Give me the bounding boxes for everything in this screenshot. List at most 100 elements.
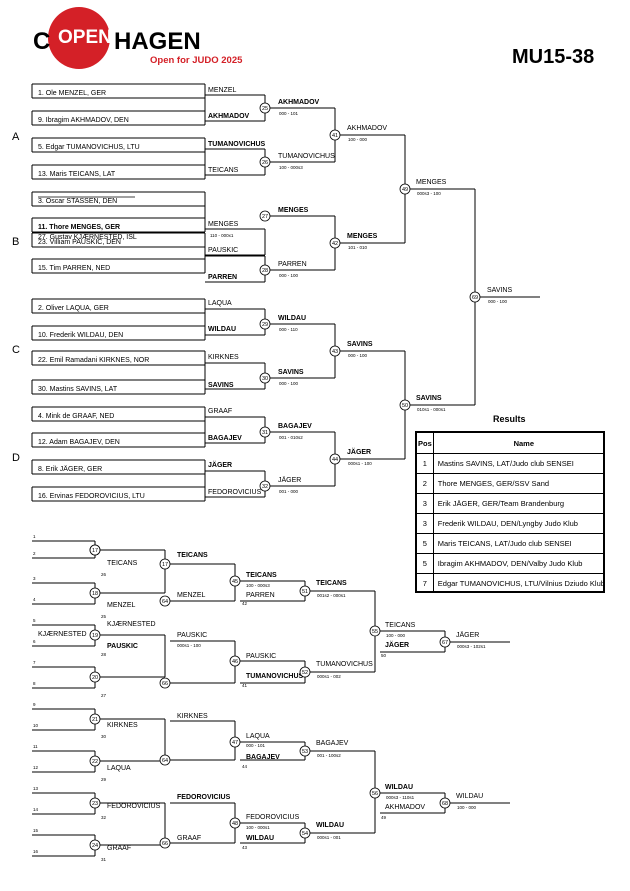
match-badge-no: 52 <box>302 670 308 676</box>
results-pos: 2 <box>417 473 434 494</box>
r1-name: LAQUA <box>208 300 232 307</box>
rep-no: 28 <box>101 652 107 657</box>
category-title: MU15-38 <box>512 46 595 68</box>
r1-name: PAUSKIC <box>208 247 238 254</box>
rep-no: 32 <box>101 815 107 820</box>
rep-seed: 4 <box>33 597 36 602</box>
rep-name: PARREN <box>246 592 275 599</box>
rep-score: 001 - 100s2 <box>317 753 341 758</box>
entry-name: 4. Mink de GRAAF, NED <box>38 413 114 420</box>
results-pos: 1 <box>417 453 434 474</box>
match-badge-no: 47 <box>232 740 238 746</box>
semi-name: SAVINS <box>416 395 442 402</box>
match-badge-no: 48 <box>232 821 238 827</box>
rep-score: 000s1 - 001 <box>317 835 341 840</box>
r2-name: BAGAJEV <box>278 423 312 430</box>
rep-score: 001s2 - 000s1 <box>317 593 346 598</box>
results-name: Edgar TUMANOVICHUS, LTU/Vilnius Dziudo K… <box>433 573 603 591</box>
rep-no: 25 <box>101 614 107 619</box>
match-badge-no: 53 <box>302 749 308 755</box>
rep-name: TEICANS <box>246 572 277 579</box>
entry-name: 9. Ibragim AKHMADOV, DEN <box>38 117 129 124</box>
r1-name: BAGAJEV <box>208 435 242 442</box>
entry-name: 10. Frederik WILDAU, DEN <box>38 332 123 339</box>
r1-name: SAVINS <box>208 382 234 389</box>
bronze-name: JÄGER <box>456 631 479 639</box>
entry-name: 22. Emil Ramadani KIRKNES, NOR <box>38 357 149 364</box>
match-badge-no: 17 <box>162 562 168 568</box>
results-pos: 5 <box>417 553 434 574</box>
logo-letter-c: C <box>33 28 51 55</box>
r1-name: KIRKNES <box>208 354 239 361</box>
rep-name: TUMANOVICHUS <box>316 661 373 668</box>
match-badge-no: 18 <box>92 591 98 597</box>
match-badge-no: 66 <box>162 841 168 847</box>
match-badge-no: 64 <box>162 599 168 605</box>
match-badge-no: 27 <box>262 214 268 220</box>
rep-seed: 5 <box>33 618 36 623</box>
logo-circle <box>48 7 110 69</box>
r2-score: 100 - 000s3 <box>279 165 303 170</box>
rep-name: BAGAJEV <box>246 754 280 761</box>
r1-name: WILDAU <box>208 326 236 333</box>
match-badge-no: 49 <box>402 187 408 193</box>
match-badge-no: 32 <box>262 484 268 490</box>
rep-no: 43 <box>242 845 248 850</box>
rep-name: PAUSKIC <box>177 632 207 639</box>
r3-name: SAVINS <box>347 341 373 348</box>
r2-name: SAVINS <box>278 369 304 376</box>
rep-seed: 15 <box>33 828 39 833</box>
entry-name: 27. Gustav KJÆRNESTED, ISL <box>38 234 137 241</box>
r3-name: AKHMADOV <box>347 125 387 132</box>
rep-seed: 6 <box>33 639 36 644</box>
match-badge <box>89 544 101 556</box>
r2-name: AKHMADOV <box>278 99 320 106</box>
r1-name: TEICANS <box>208 167 239 174</box>
pool-letter-C: C <box>12 344 20 356</box>
pool-letter-B: B <box>12 236 19 248</box>
logo-tagline: Open for JUDO 2025 <box>150 55 243 66</box>
results-pos: 3 <box>417 493 434 514</box>
match-badge-no: 22 <box>92 759 98 765</box>
r2-score: 000 - 110 <box>279 327 298 332</box>
rep-seed: 14 <box>33 807 39 812</box>
r3-score: 000 - 100 <box>348 353 368 358</box>
r1-name: AKHMADOV <box>208 113 250 120</box>
entry-name: 1. Ole MENZEL, GER <box>38 90 106 97</box>
entry-name: 23. Villiam PAUSKIC, DEN <box>38 239 121 246</box>
r2-name: PARREN <box>278 261 307 268</box>
match-badge-no: 66 <box>162 681 168 687</box>
rep-name: WILDAU <box>246 835 274 842</box>
r1-name: TUMANOVICHUS <box>208 141 265 148</box>
match-badge-no: 44 <box>332 457 338 463</box>
rep-name: TEICANS <box>316 580 347 587</box>
r2-score: 001 - 000 <box>279 489 299 494</box>
rep-score: 000s3 - 110s1 <box>386 795 415 800</box>
match-badge-no: 55 <box>372 629 378 635</box>
rep-name: WILDAU <box>316 822 344 829</box>
entry-name: 15. Tim PARREN, NED <box>38 265 110 272</box>
rep-seed: 7 <box>33 660 36 665</box>
rep-name: LAQUA <box>246 733 270 740</box>
r1-name: JÄGER <box>208 461 232 469</box>
entry-name: 13. Maris TEICANS, LAT <box>38 171 116 178</box>
r1-name: MENZEL <box>208 87 237 94</box>
rep-name: TEICANS <box>385 622 416 629</box>
semi-name: MENGES <box>416 179 447 186</box>
r1-name: MENGES <box>208 221 239 228</box>
r1-name: FEDOROVICIUS <box>208 489 262 496</box>
logo-word-open: OPEN <box>58 27 112 48</box>
match-badge-no: 56 <box>372 791 378 797</box>
rep-name: GRAAF <box>177 835 201 842</box>
rep-score: 100 - 000 <box>386 633 406 638</box>
rep-name: AKHMADOV <box>385 804 425 811</box>
rep-no: 31 <box>101 857 107 862</box>
rep-no: 26 <box>101 572 107 577</box>
results-col-pos: Pos <box>417 433 434 454</box>
rep-no: 30 <box>101 734 107 739</box>
rep-seed: 3 <box>33 576 36 581</box>
rep-name: LAQUA <box>107 765 131 772</box>
rep-seed: 2 <box>33 551 36 556</box>
rep-seed: 16 <box>33 849 39 854</box>
